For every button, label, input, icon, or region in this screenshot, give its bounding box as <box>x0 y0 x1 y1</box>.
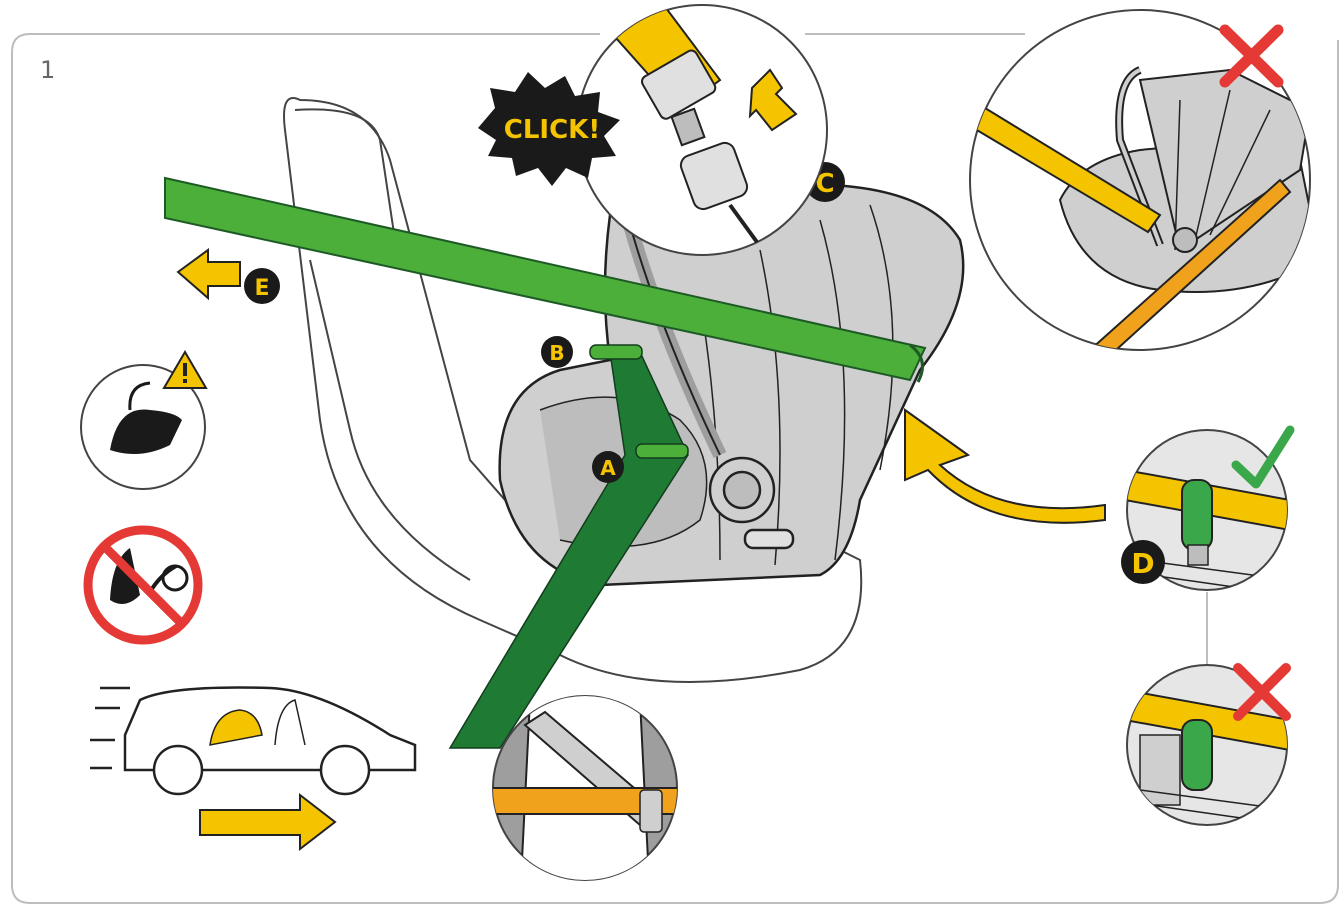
callout-d: D <box>1121 540 1165 584</box>
no-airbag-icon: AIRBAG <box>83 525 203 645</box>
shoulder-belt <box>164 176 927 383</box>
step-number: 1 <box>40 56 56 84</box>
arrow-icon <box>904 408 1106 524</box>
svg-text:D: D <box>1131 547 1154 580</box>
car-seat-icon <box>110 381 182 454</box>
check-icon <box>1231 425 1295 489</box>
callout-b: B <box>541 336 573 368</box>
arrow-icon <box>176 248 241 301</box>
svg-text:B: B <box>549 341 564 365</box>
frame <box>11 33 1339 904</box>
svg-text:E: E <box>254 276 269 301</box>
cross-icon <box>1219 24 1284 88</box>
airbag-label: AIRBAG <box>122 539 165 550</box>
vehicle-seat <box>283 97 863 683</box>
cross-icon <box>1233 663 1291 721</box>
lap-belt <box>448 344 689 749</box>
car-seat-warning <box>80 350 208 490</box>
passenger-belt-detail <box>492 695 678 881</box>
click-bubble: CLICK! <box>478 72 620 186</box>
arrow-icon <box>199 792 337 852</box>
callout-e: E <box>244 268 280 304</box>
incorrect-installation-detail <box>969 9 1311 351</box>
callout-a: A <box>592 451 624 483</box>
svg-text:C: C <box>815 169 834 199</box>
svg-text:A: A <box>600 456 616 480</box>
svg-text:CLICK!: CLICK! <box>504 115 600 145</box>
warning-icon <box>162 350 208 389</box>
car-side-icon <box>90 686 417 796</box>
